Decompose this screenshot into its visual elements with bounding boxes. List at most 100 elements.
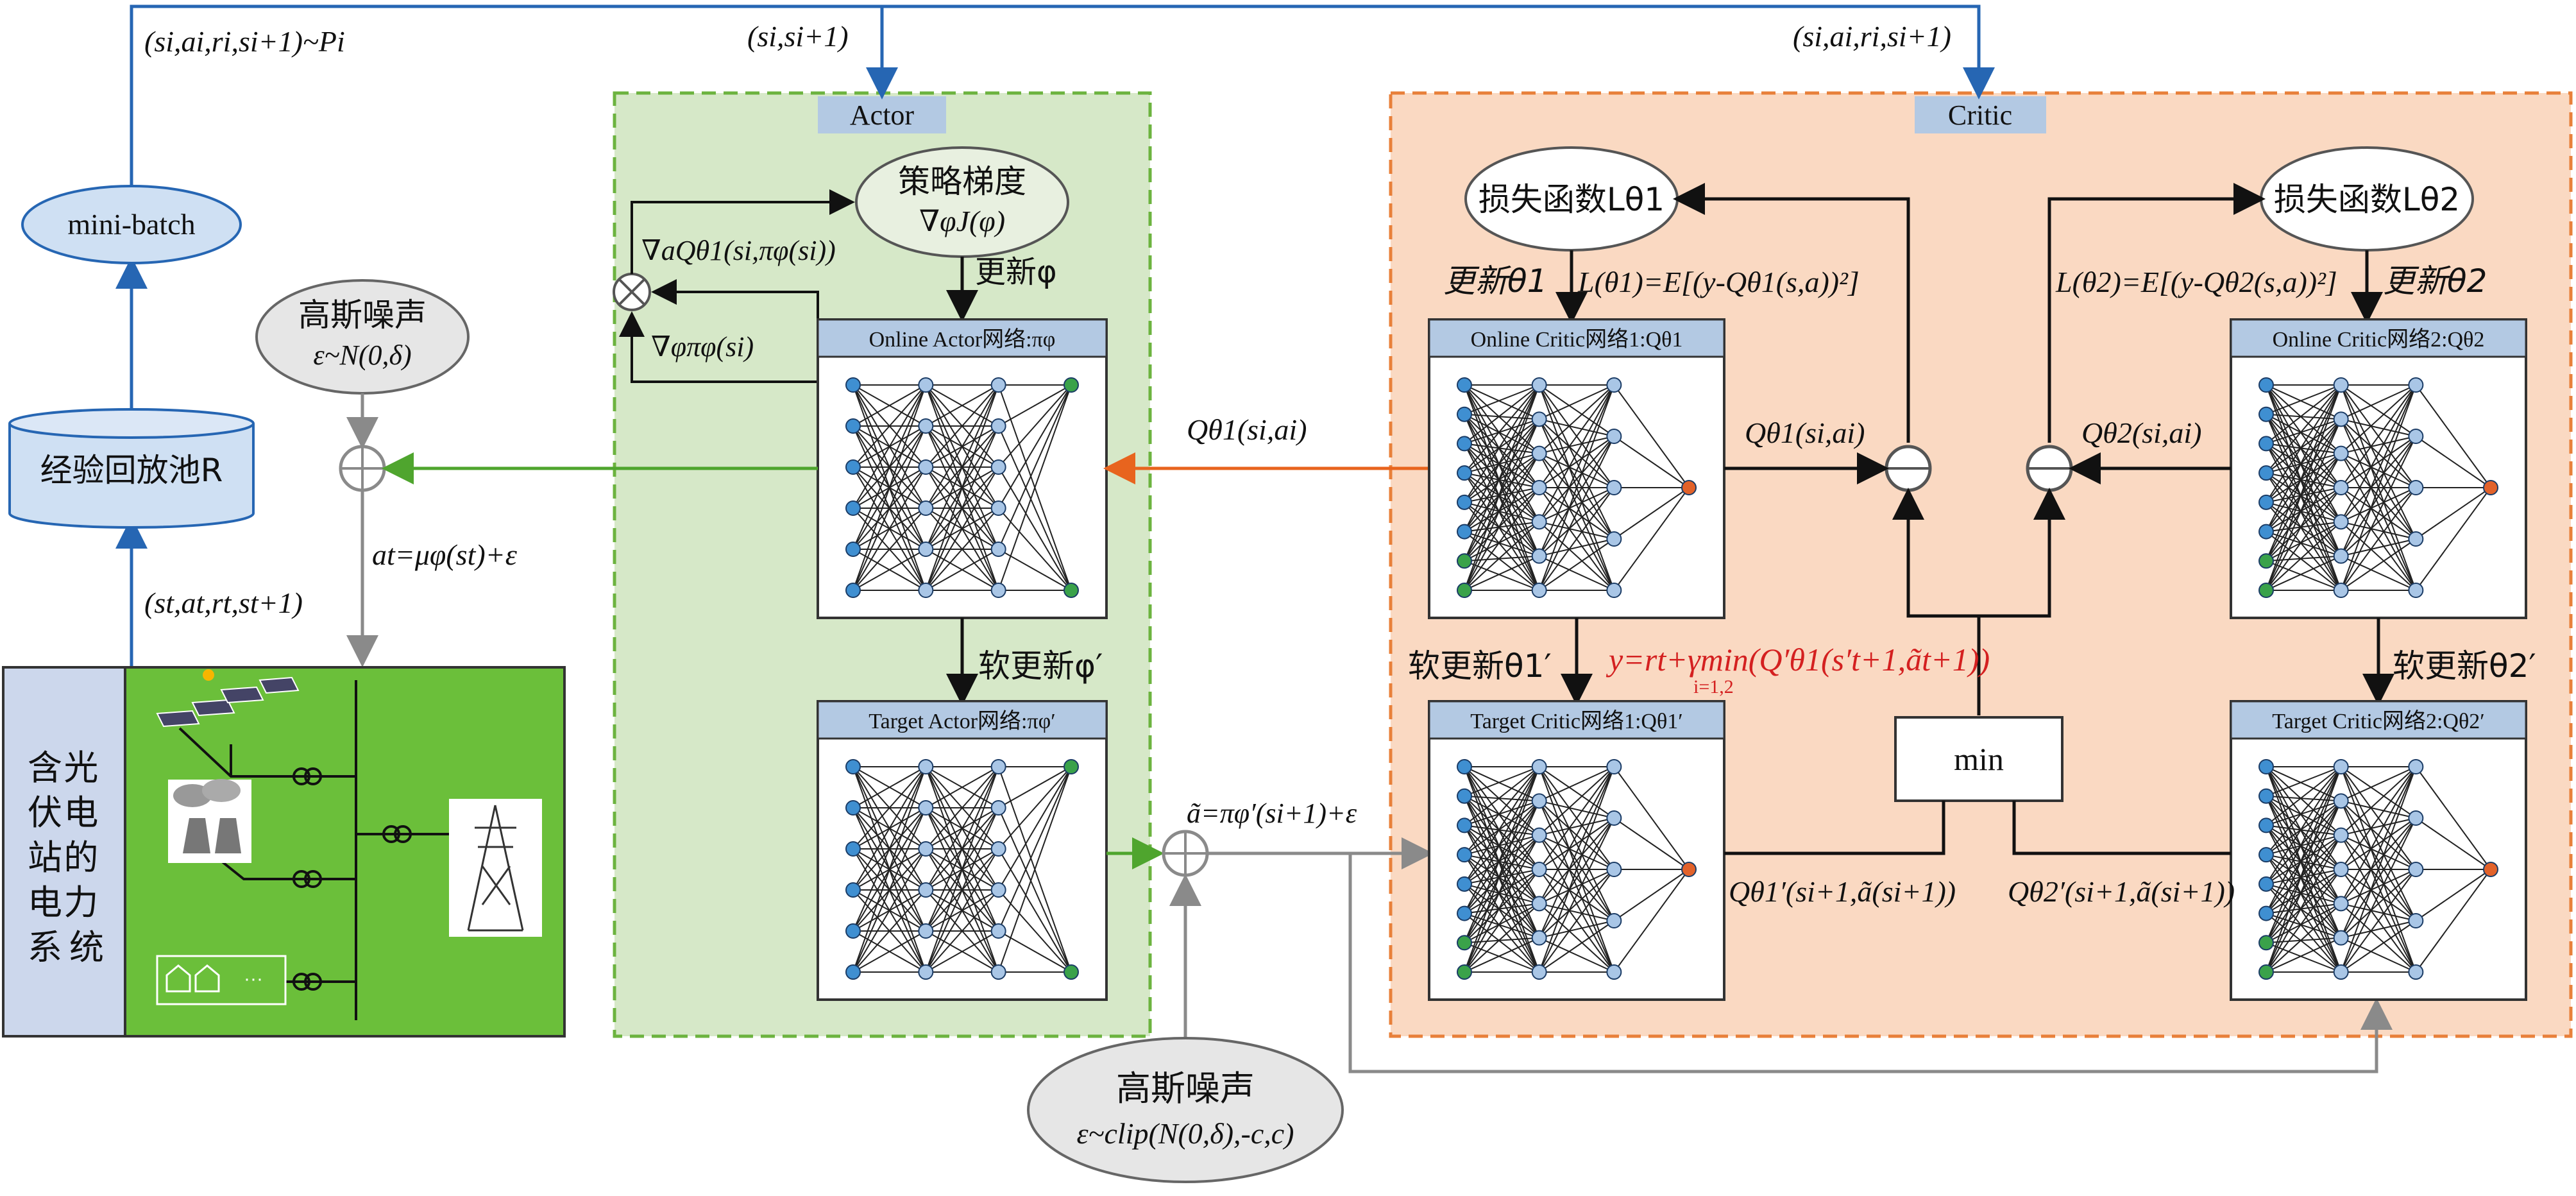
network-edge <box>2266 384 2342 591</box>
network-node <box>2333 445 2349 461</box>
network-edge <box>852 384 927 509</box>
network-edge <box>2415 869 2491 921</box>
network-node <box>845 800 861 816</box>
svg-text:···: ··· <box>244 968 263 989</box>
network-edge <box>2340 384 2417 591</box>
network-edge <box>1464 443 1540 488</box>
network-edge <box>1464 502 1540 557</box>
network-edge <box>1538 817 1615 904</box>
network-node <box>2258 876 2274 892</box>
network-edge <box>2266 937 2342 973</box>
network-edge <box>852 848 927 973</box>
network-edge <box>1464 443 1540 591</box>
network-edge <box>2340 817 2417 904</box>
network-edge <box>2341 555 2416 591</box>
network-edge <box>1464 384 1540 415</box>
network-edge <box>2266 834 2342 885</box>
network-edge <box>2266 418 2342 533</box>
network-edge <box>2341 903 2416 921</box>
network-node <box>2258 406 2274 422</box>
y-to-diff2 <box>1979 488 2065 618</box>
network-node <box>2258 964 2274 980</box>
replay-pool-cylinder <box>8 408 255 529</box>
network-edge <box>1464 414 1540 591</box>
network-edge <box>2266 903 2342 973</box>
network-edge <box>1464 800 1540 943</box>
sum-circle-left <box>339 445 386 492</box>
network-node <box>990 923 1006 939</box>
network-edge <box>1464 800 1540 914</box>
network-node <box>845 377 861 393</box>
network-edge <box>2266 452 2342 533</box>
network-node <box>1063 377 1079 393</box>
network-edge <box>1539 521 1614 540</box>
actor-title-box <box>818 96 946 133</box>
network-edge <box>2266 384 2342 474</box>
network-edge <box>852 889 927 973</box>
tq2-label: Qθ2′(si+1,ã(si+1)) <box>2008 875 2235 908</box>
critic-input-label: (si,ai,ri,si+1) <box>1793 20 1951 53</box>
network-edge <box>998 766 1072 808</box>
online-critic1-header <box>1428 318 1725 358</box>
diff-circle-2 <box>2026 445 2073 492</box>
target-action-label: ã=πφ′(si+1)+ε <box>1187 798 1357 829</box>
network-edge <box>1464 854 1540 973</box>
network-edge <box>1539 817 1614 836</box>
target2-to-min <box>2012 801 2231 855</box>
network-edge <box>925 384 999 427</box>
network-edge <box>1613 487 1690 591</box>
network-node <box>2258 817 2274 833</box>
network-node <box>2258 847 2274 863</box>
network-edge <box>852 425 927 591</box>
network-edge <box>925 889 999 973</box>
online-actor-to-mult <box>651 279 819 320</box>
target-critic1-title: Target Critic网络1:Qθ1′ <box>1470 709 1682 733</box>
network-node <box>845 923 861 939</box>
network-edge <box>1464 834 1540 914</box>
network-edge <box>2266 824 2342 939</box>
network-edge <box>1613 766 1690 870</box>
network-edge <box>1464 487 1540 562</box>
houses-icon: ··· <box>156 955 287 1005</box>
network-edge <box>1613 817 1690 870</box>
network-edge <box>2266 555 2342 591</box>
network-edge <box>2266 854 2342 905</box>
network-edge <box>1538 436 1615 522</box>
network-node <box>2408 964 2424 980</box>
network-edge <box>2266 418 2341 445</box>
network-edge <box>1538 869 1615 973</box>
transition-label: (st,at,rt,st+1) <box>144 586 303 619</box>
network-edge <box>1539 538 1614 591</box>
power-system-label-box <box>2 666 126 1038</box>
network-edge <box>1464 443 1539 454</box>
network-edge <box>2266 800 2342 855</box>
network-edge <box>997 384 1072 509</box>
network-node <box>2333 896 2349 912</box>
network-edge <box>925 766 999 891</box>
network-edge <box>2266 443 2342 488</box>
y-to-diffs <box>1892 488 1981 715</box>
network-edge <box>1538 521 1615 591</box>
target-critic2-title: Target Critic网络2:Qθ2′ <box>2272 709 2484 733</box>
network-edge <box>2266 453 2342 591</box>
network-edge <box>2266 452 2342 503</box>
network-edge <box>1464 869 1540 914</box>
network-edge <box>2340 869 2417 939</box>
network-edge <box>1464 854 1540 939</box>
network-node <box>845 964 861 980</box>
network-edge <box>998 384 1072 427</box>
network-edge <box>1464 834 1540 885</box>
network-edge <box>2341 766 2416 819</box>
network-edge <box>1464 796 1540 973</box>
network-node <box>2258 935 2274 951</box>
network-edge <box>1464 555 1540 591</box>
network-edge <box>1539 920 1614 939</box>
soft-update-actor-label: 软更新φ′ <box>978 647 1103 685</box>
network-edge <box>2415 766 2491 870</box>
power-plant-icon <box>168 779 251 863</box>
tq1-label: Qθ1′(si+1,ã(si+1)) <box>1729 875 1956 908</box>
network-node <box>1457 817 1472 833</box>
network-edge <box>2266 384 2342 445</box>
network-node <box>1457 905 1472 921</box>
